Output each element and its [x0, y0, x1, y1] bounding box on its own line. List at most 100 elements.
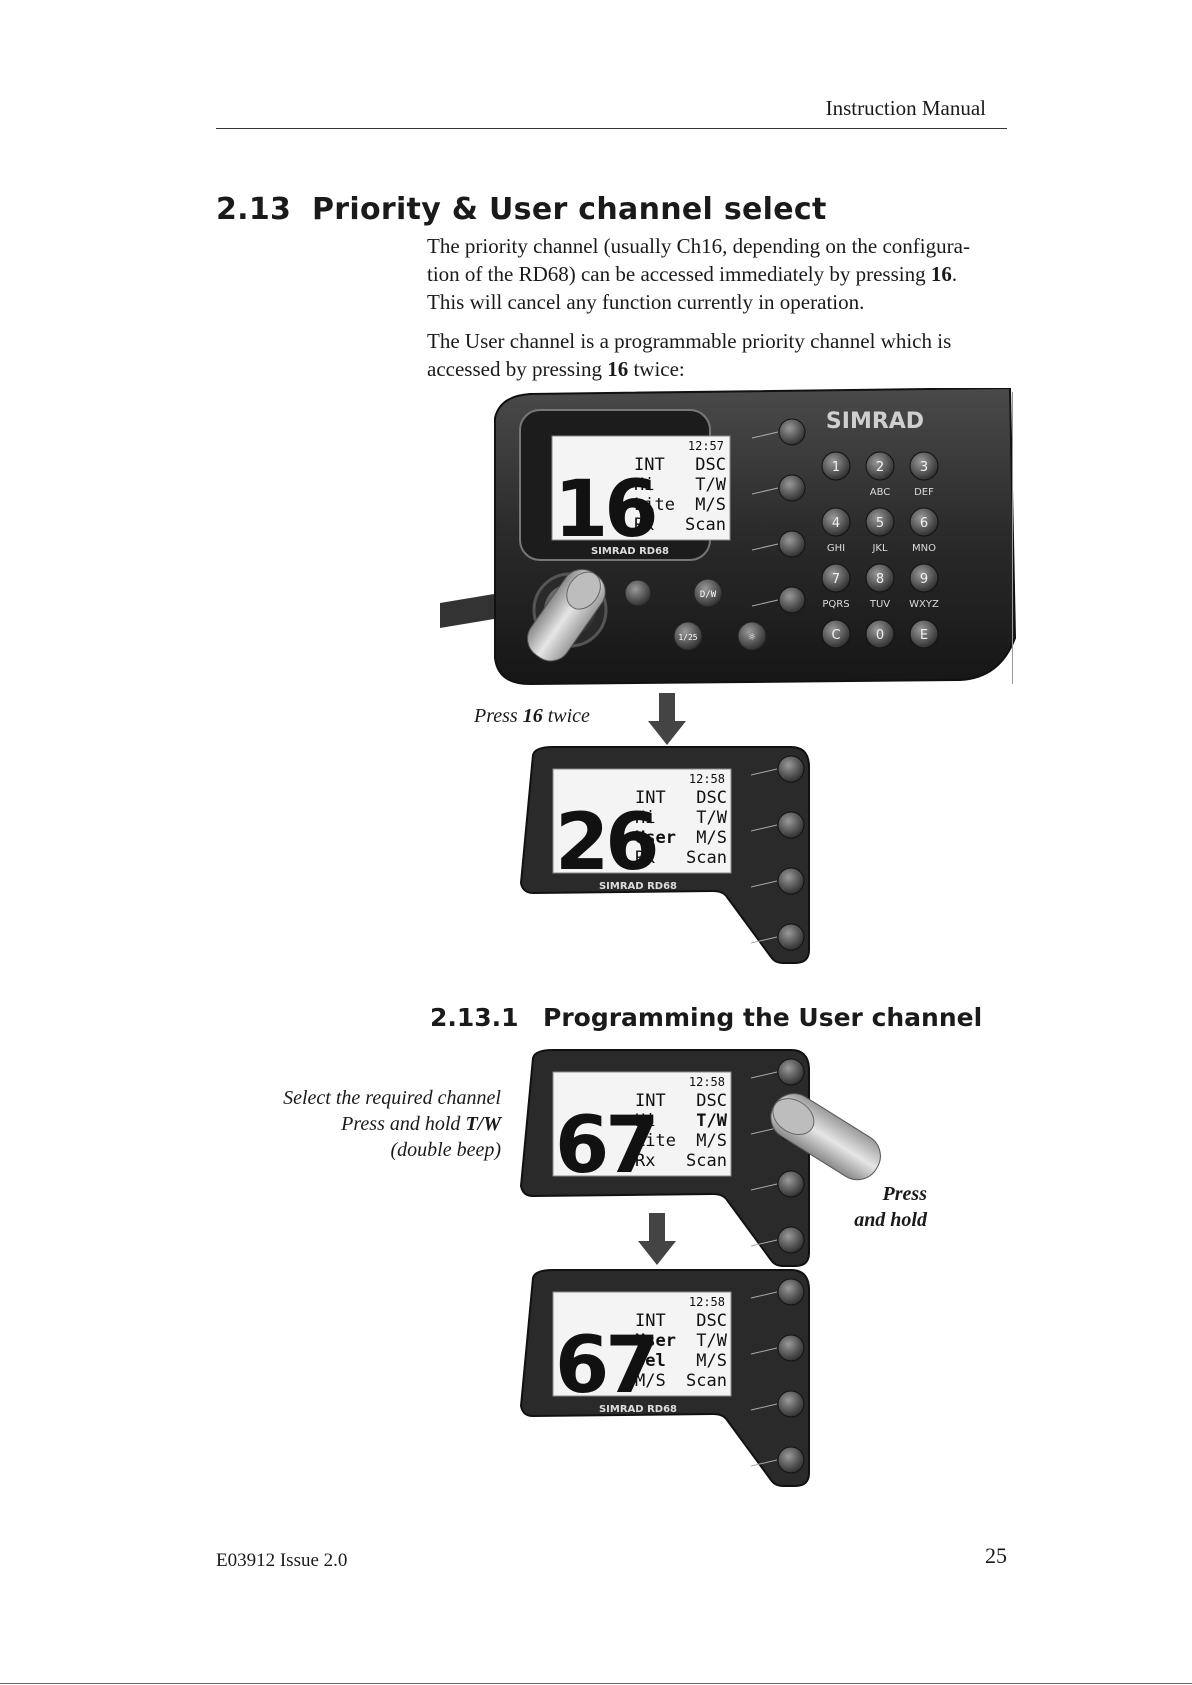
- lcd-channel-number: 67: [555, 1321, 656, 1411]
- lcd-menu-right: M/S: [696, 1131, 727, 1151]
- lcd-menu-right: Scan: [686, 1151, 727, 1171]
- softkey-button[interactable]: [778, 586, 806, 614]
- lcd-screen: [551, 435, 731, 541]
- text-run: twice: [542, 705, 590, 727]
- softkey-button[interactable]: [777, 811, 805, 839]
- lcd-screen: [552, 1071, 732, 1177]
- lcd-menu-right: T/W: [696, 1111, 727, 1131]
- section-number: 2.13: [216, 192, 292, 227]
- lcd-clock: 12:58: [689, 1295, 725, 1309]
- text-run: twice:: [628, 357, 685, 381]
- keypad-key-E[interactable]: [909, 619, 939, 649]
- softkey-button[interactable]: [777, 867, 805, 895]
- dw-button-label: D/W: [700, 590, 717, 600]
- keypad-key-C[interactable]: [821, 619, 851, 649]
- keypad-key-label: 3: [920, 460, 928, 475]
- text-run: and hold: [854, 1209, 927, 1231]
- text-run: Press: [882, 1183, 927, 1205]
- softkey-button[interactable]: [778, 530, 806, 558]
- keypad-key-3[interactable]: [909, 451, 939, 481]
- keypad-key-7[interactable]: [821, 563, 851, 593]
- keypad-key-letters: JKL: [871, 543, 888, 554]
- lcd-menu-right: M/S: [696, 1351, 727, 1371]
- lcd-menu-left: INT: [635, 788, 666, 808]
- softkey-leader-line: [750, 1183, 778, 1191]
- keypad-key-label: 6: [920, 516, 928, 531]
- lcd-channel-number: 26: [555, 798, 656, 888]
- dw-button[interactable]: [693, 578, 723, 608]
- lcd-menu-right: DSC: [696, 1091, 727, 1111]
- keypad-key-letters: ABC: [870, 487, 891, 498]
- keypad-key-2[interactable]: [865, 451, 895, 481]
- lcd-menu-left: Rx: [634, 515, 654, 535]
- keypad-key-0[interactable]: [865, 619, 895, 649]
- softkey-button[interactable]: [777, 1058, 805, 1086]
- text-run: .: [951, 262, 958, 286]
- text-run: Press and hold: [341, 1113, 466, 1135]
- model-label: SIMRAD RD68: [599, 1404, 677, 1415]
- softkey-button[interactable]: [778, 418, 806, 446]
- keypad-key-9[interactable]: [909, 563, 939, 593]
- keypad-key-1[interactable]: [821, 451, 851, 481]
- cable: [440, 593, 500, 628]
- keypad-key-8[interactable]: [865, 563, 895, 593]
- lcd-menu-right: DSC: [695, 455, 726, 475]
- power-button[interactable]: [673, 621, 703, 651]
- lcd-menu-left: Rx: [635, 848, 655, 868]
- keypad-key-4[interactable]: [821, 507, 851, 537]
- bold-text-run: 16: [607, 357, 629, 381]
- softkey-leader-line: [750, 1459, 778, 1467]
- softkey-button[interactable]: [777, 1334, 805, 1362]
- lcd-menu-left: INT: [635, 1091, 666, 1111]
- page-number: 25: [985, 1543, 1007, 1568]
- figure-edge-line: [1012, 392, 1013, 684]
- softkey-button[interactable]: [777, 1170, 805, 1198]
- bold-text-run: T/W: [465, 1113, 501, 1135]
- keypad-key-label: 7: [832, 572, 840, 587]
- lcd-menu-right: M/S: [696, 828, 727, 848]
- subsection-title: Programming the User channel: [543, 1003, 983, 1032]
- softkey-button[interactable]: [777, 1278, 805, 1306]
- finger-pressing-tw: [770, 1093, 881, 1181]
- softkey-leader-line: [750, 1127, 778, 1135]
- priority-16-button[interactable]: [624, 579, 652, 607]
- softkey-button[interactable]: [777, 1446, 805, 1474]
- lcd-channel-number: 67: [555, 1101, 656, 1191]
- text-run: This will cancel any function currently …: [427, 290, 865, 314]
- power-button-label: 1/25: [678, 633, 697, 642]
- keypad-key-6[interactable]: [909, 507, 939, 537]
- text-run: tion of the RD68) can be accessed immedi…: [427, 262, 931, 286]
- caption-press-and-hold: Press and hold: [854, 1181, 927, 1233]
- text-run: The priority channel (usually Ch16, depe…: [427, 234, 970, 258]
- keypad-key-letters: GHI: [827, 543, 845, 554]
- lcd-menu-right: DSC: [696, 788, 727, 808]
- brand-logo: SIMRAD: [826, 409, 924, 434]
- softkey-button[interactable]: [778, 474, 806, 502]
- softkey-button[interactable]: [777, 1390, 805, 1418]
- lcd-menu-left: Hi: [634, 475, 654, 495]
- light-button[interactable]: [737, 621, 767, 651]
- keypad-key-label: 0: [876, 628, 884, 643]
- softkey-leader-line: [750, 1347, 778, 1355]
- softkey-button[interactable]: [777, 923, 805, 951]
- subsection-number: 2.13.1: [430, 1003, 519, 1032]
- keypad-key-label: 8: [876, 572, 884, 587]
- keypad-key-label: 1: [832, 460, 840, 475]
- keypad-key-letters: WXYZ: [909, 599, 939, 610]
- softkey-leader-line: [751, 431, 779, 439]
- lcd-menu-left: Rx: [635, 1151, 655, 1171]
- softkey-button[interactable]: [777, 755, 805, 783]
- keypad-key-letters: DEF: [914, 487, 934, 498]
- softkey-button[interactable]: [777, 1226, 805, 1254]
- paragraph-user-channel: The User channel is a programmable prior…: [427, 327, 1007, 383]
- lcd-menu-left: Lite: [634, 495, 675, 515]
- running-header: Instruction Manual: [825, 96, 986, 120]
- keypad-key-label: 2: [876, 460, 884, 475]
- lcd-menu-left: User: [635, 1331, 676, 1351]
- lcd-menu-right: DSC: [696, 1311, 727, 1331]
- lcd-menu-left: Hi: [635, 1111, 655, 1131]
- keypad-key-5[interactable]: [865, 507, 895, 537]
